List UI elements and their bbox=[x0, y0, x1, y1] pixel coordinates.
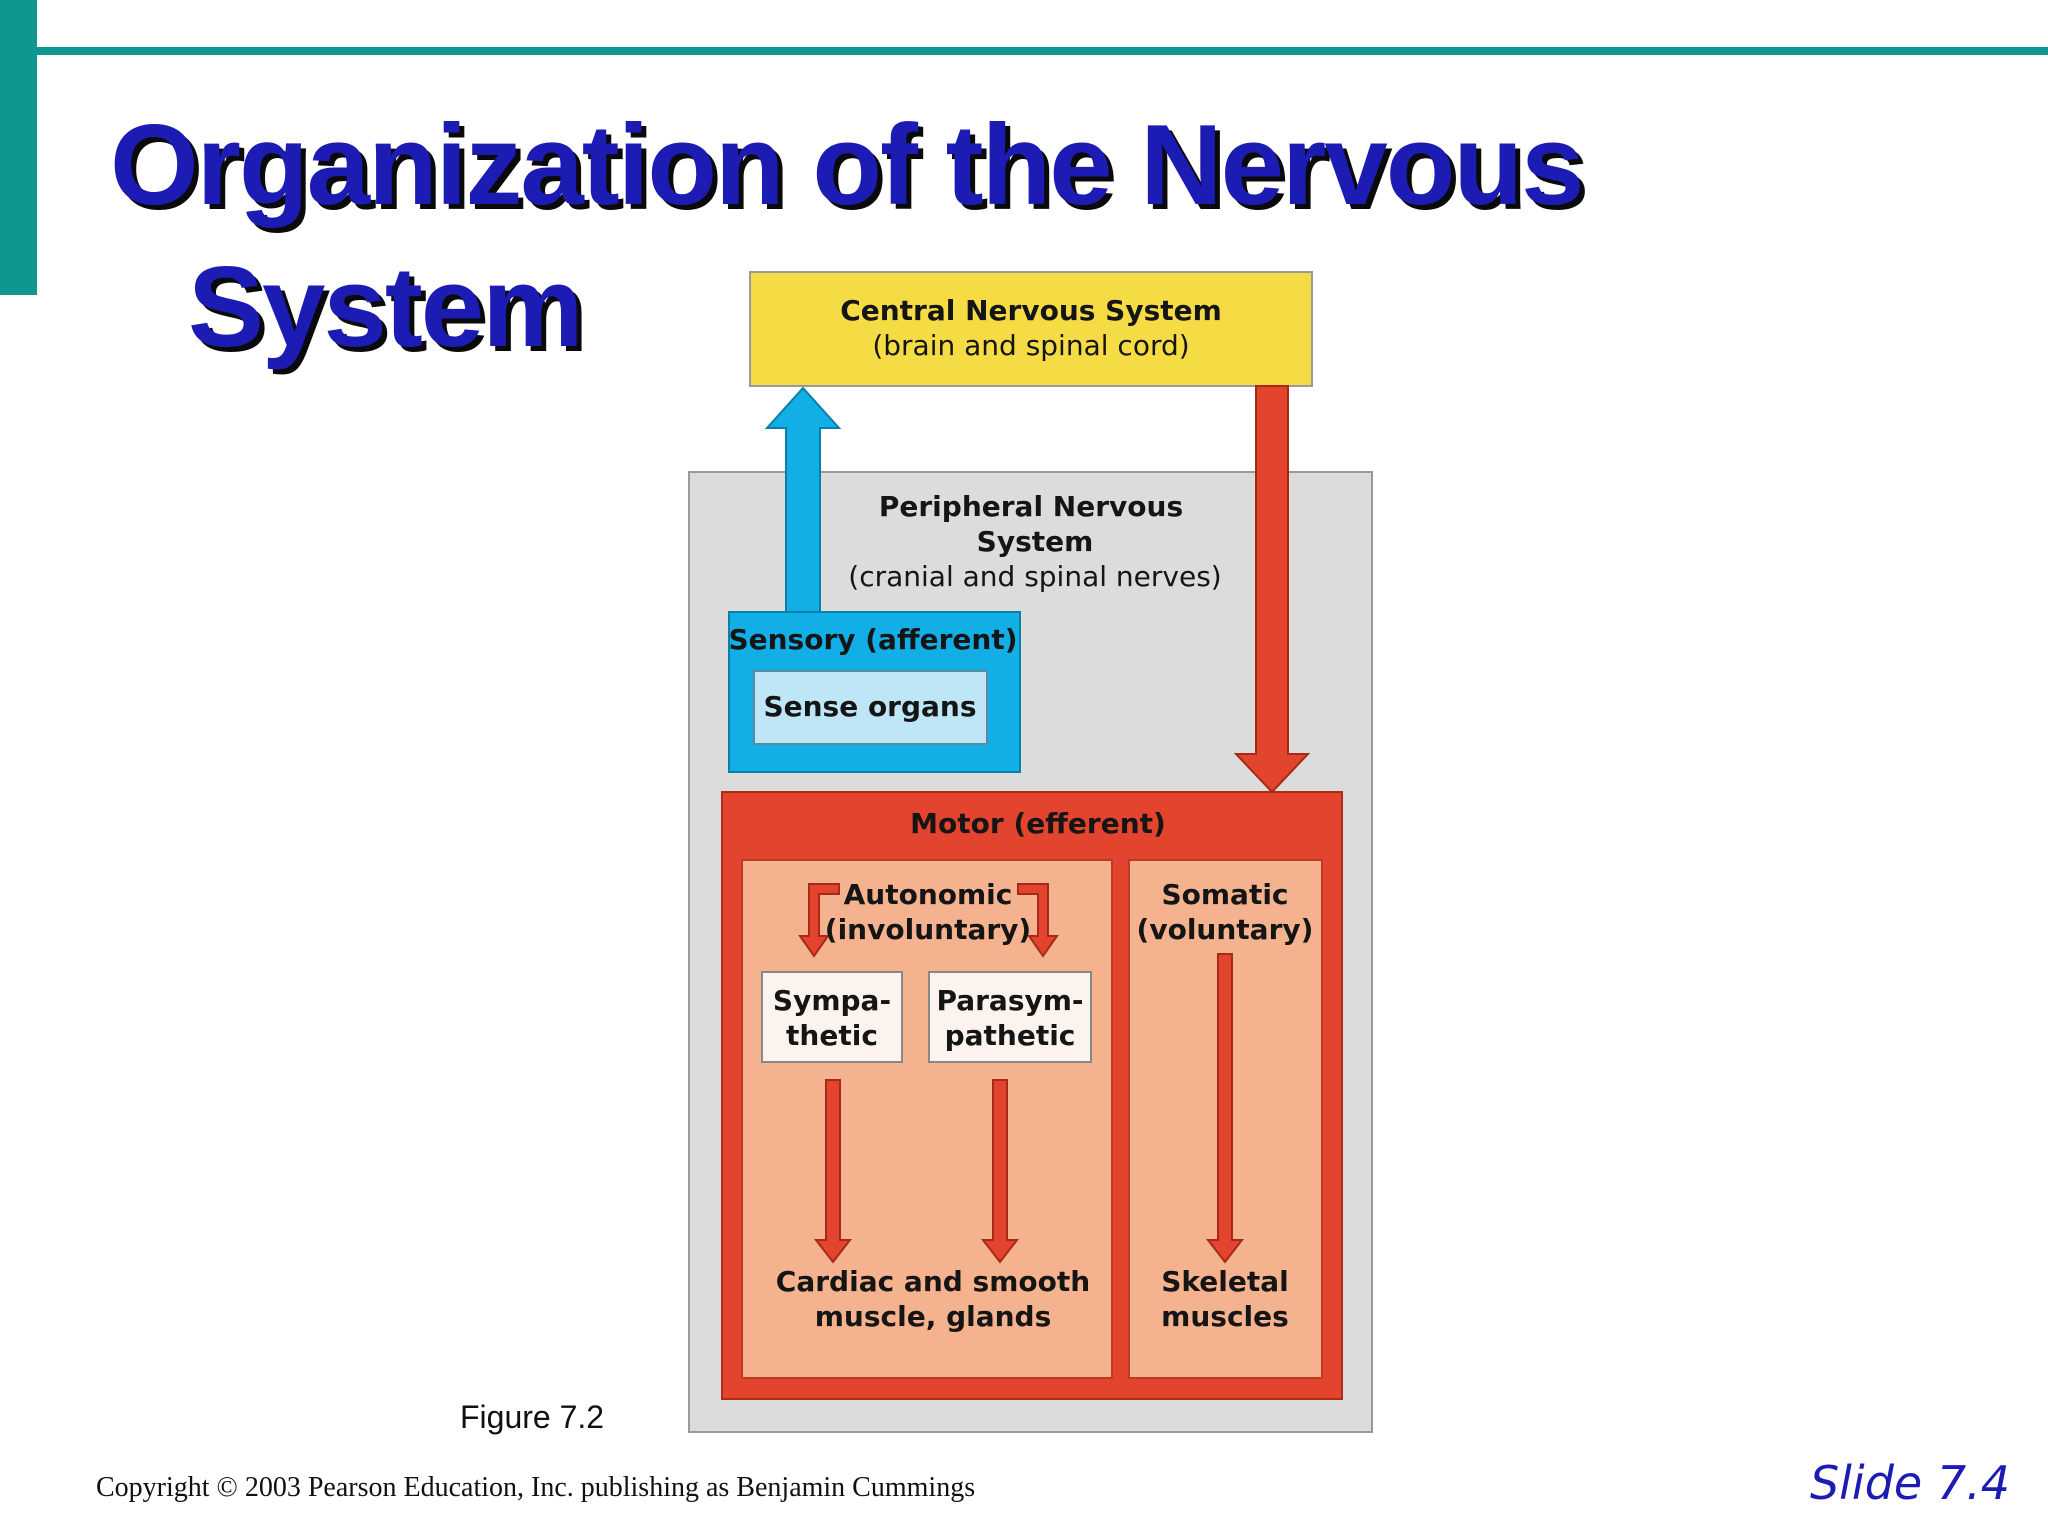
sense-organs-box bbox=[753, 670, 988, 745]
parasympathetic-line-1: Parasym- bbox=[936, 984, 1083, 1017]
pns-subtitle: (cranial and spinal nerves) bbox=[848, 560, 1221, 593]
cns-box bbox=[749, 271, 1313, 387]
autonomic-right-arrow-icon bbox=[1017, 883, 1059, 958]
autonomic-target-line-2: muscle, glands bbox=[815, 1300, 1052, 1333]
cns-subtitle: (brain and spinal cord) bbox=[872, 329, 1189, 362]
accent-bar bbox=[0, 0, 37, 295]
somatic-down-arrow-icon bbox=[1205, 953, 1245, 1264]
somatic-line-2: (voluntary) bbox=[1137, 913, 1314, 946]
slide-number: Slide 7.4 bbox=[1809, 1456, 2010, 1510]
cns-title: Central Nervous System bbox=[840, 294, 1222, 327]
top-rule bbox=[37, 47, 2048, 55]
efferent-arrow-icon bbox=[1233, 385, 1311, 794]
autonomic-line-1: Autonomic bbox=[844, 878, 1013, 911]
slide-title: Organization of the Nervous System bbox=[110, 95, 1710, 379]
parasympathetic-box bbox=[928, 971, 1092, 1063]
autonomic-line-2: (involuntary) bbox=[825, 913, 1031, 946]
copyright-notice: Copyright © 2003 Pearson Education, Inc.… bbox=[96, 1472, 976, 1503]
somatic-target-line-1: Skeletal bbox=[1161, 1265, 1289, 1298]
sympathetic-line-2: thetic bbox=[786, 1019, 878, 1052]
autonomic-left-arrow-icon bbox=[798, 883, 840, 958]
title-line-2: System bbox=[188, 244, 584, 371]
sympathetic-line-1: Sympa- bbox=[773, 984, 891, 1017]
somatic-target-line-2: muscles bbox=[1161, 1300, 1289, 1333]
sensory-title: Sensory (afferent) bbox=[728, 623, 1017, 656]
motor-title: Motor (efferent) bbox=[910, 807, 1166, 840]
sense-organs-label: Sense organs bbox=[763, 690, 976, 723]
sympathetic-down-arrow-icon bbox=[813, 1079, 853, 1264]
sympathetic-box bbox=[761, 971, 903, 1063]
parasympathetic-line-2: pathetic bbox=[945, 1019, 1076, 1052]
autonomic-target-line-1: Cardiac and smooth bbox=[776, 1265, 1090, 1298]
pns-title-line-2: System bbox=[977, 525, 1094, 558]
parasympathetic-down-arrow-icon bbox=[980, 1079, 1020, 1264]
figure-label: Figure 7.2 bbox=[460, 1399, 605, 1435]
afferent-arrow-icon bbox=[764, 386, 842, 613]
pns-title-line-1: Peripheral Nervous bbox=[879, 490, 1183, 523]
title-line-1: Organization of the Nervous bbox=[110, 102, 1584, 229]
somatic-line-1: Somatic bbox=[1161, 878, 1288, 911]
